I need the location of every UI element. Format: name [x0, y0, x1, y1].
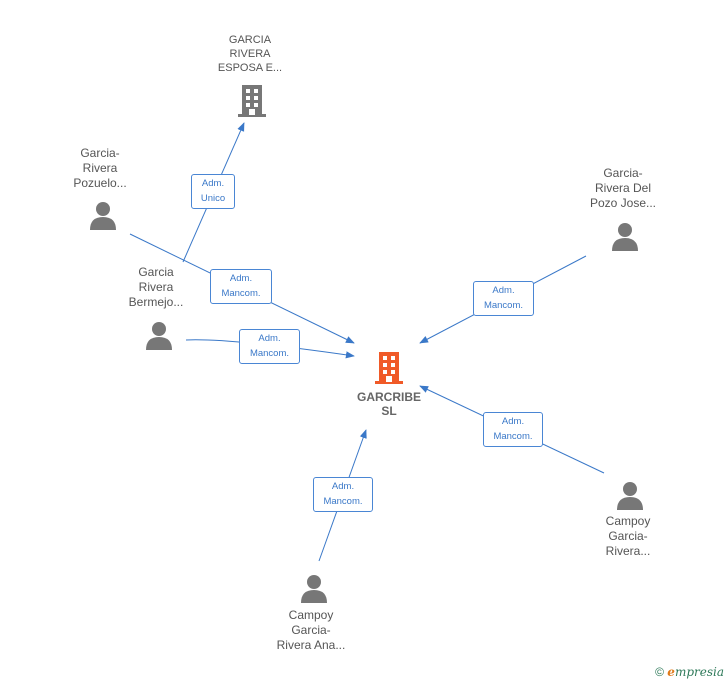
copyright-symbol: © [655, 665, 664, 679]
edge-label-adm-unico[interactable]: Adm. Unico [191, 174, 235, 209]
footer-brand[interactable]: © empresia [655, 665, 724, 679]
person-icon[interactable] [615, 480, 645, 510]
edge-label-adm-mancom[interactable]: Adm. Mancom. [210, 269, 272, 304]
node-label-p5[interactable]: Campoy Garcia- Rivera Ana... [276, 608, 346, 652]
node-label-p1[interactable]: Garcia- Rivera Pozuelo... [73, 146, 127, 190]
person-icon[interactable] [610, 221, 640, 251]
node-label-p2[interactable]: Garcia Rivera Bermejo... [128, 265, 184, 309]
building-icon-center[interactable] [373, 350, 405, 386]
node-label-parent-company[interactable]: GARCIA RIVERA ESPOSA E... [217, 34, 283, 74]
edge-label-adm-mancom[interactable]: Adm. Mancom. [483, 412, 543, 447]
brand-logo: empresia [667, 665, 724, 679]
person-icon[interactable] [88, 200, 118, 230]
person-icon[interactable] [144, 320, 174, 350]
person-icon[interactable] [299, 573, 329, 603]
edge-label-adm-mancom[interactable]: Adm. Mancom. [473, 281, 534, 316]
building-icon[interactable] [236, 84, 268, 118]
edge-label-adm-mancom[interactable]: Adm. Mancom. [239, 329, 300, 364]
edge-label-adm-mancom[interactable]: Adm. Mancom. [313, 477, 373, 512]
node-label-center[interactable]: GARCRIBE SL [356, 390, 421, 418]
node-label-p3[interactable]: Garcia- Rivera Del Pozo Jose... [589, 166, 657, 210]
node-label-p4[interactable]: Campoy Garcia- Rivera... [605, 514, 651, 558]
